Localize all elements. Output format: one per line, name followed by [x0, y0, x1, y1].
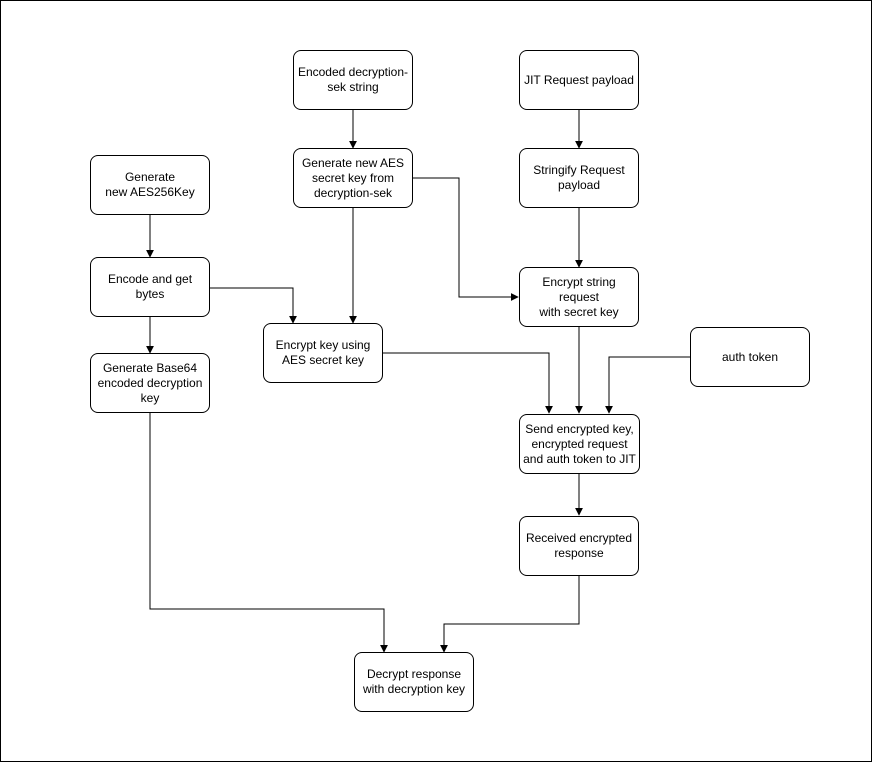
node-encoded-decryption-sek: Encoded decryption- sek string [293, 50, 413, 110]
node-received-encrypted-response: Received encrypted response [519, 516, 639, 576]
node-decrypt-response: Decrypt response with decryption key [354, 652, 474, 712]
node-stringify-request-payload: Stringify Request payload [519, 148, 639, 208]
node-generate-base64-key: Generate Base64 encoded decryption key [90, 353, 210, 413]
node-encrypt-string-request: Encrypt string request with secret key [519, 267, 639, 327]
node-send-to-jit: Send encrypted key, encrypted request an… [519, 414, 640, 474]
edge-encode-to-encrypt-key [210, 287, 297, 324]
node-encrypt-key: Encrypt key using AES secret key [263, 323, 383, 383]
edge-received-to-decrypt [440, 576, 580, 653]
node-generate-aes-secret-key: Generate new AES secret key from decrypt… [293, 148, 413, 208]
edge-generate-aes-to-encrypt-string [413, 177, 519, 301]
edge-base64-to-decrypt [149, 413, 388, 653]
edge-auth-token-to-send [605, 356, 690, 414]
node-encode-and-get-bytes: Encode and get bytes [90, 257, 210, 317]
node-auth-token: auth token [690, 327, 810, 387]
node-generate-aes256-key: Generate new AES256Key [90, 155, 210, 215]
node-jit-request-payload: JIT Request payload [519, 50, 639, 110]
edge-encrypt-key-to-send [383, 352, 553, 414]
